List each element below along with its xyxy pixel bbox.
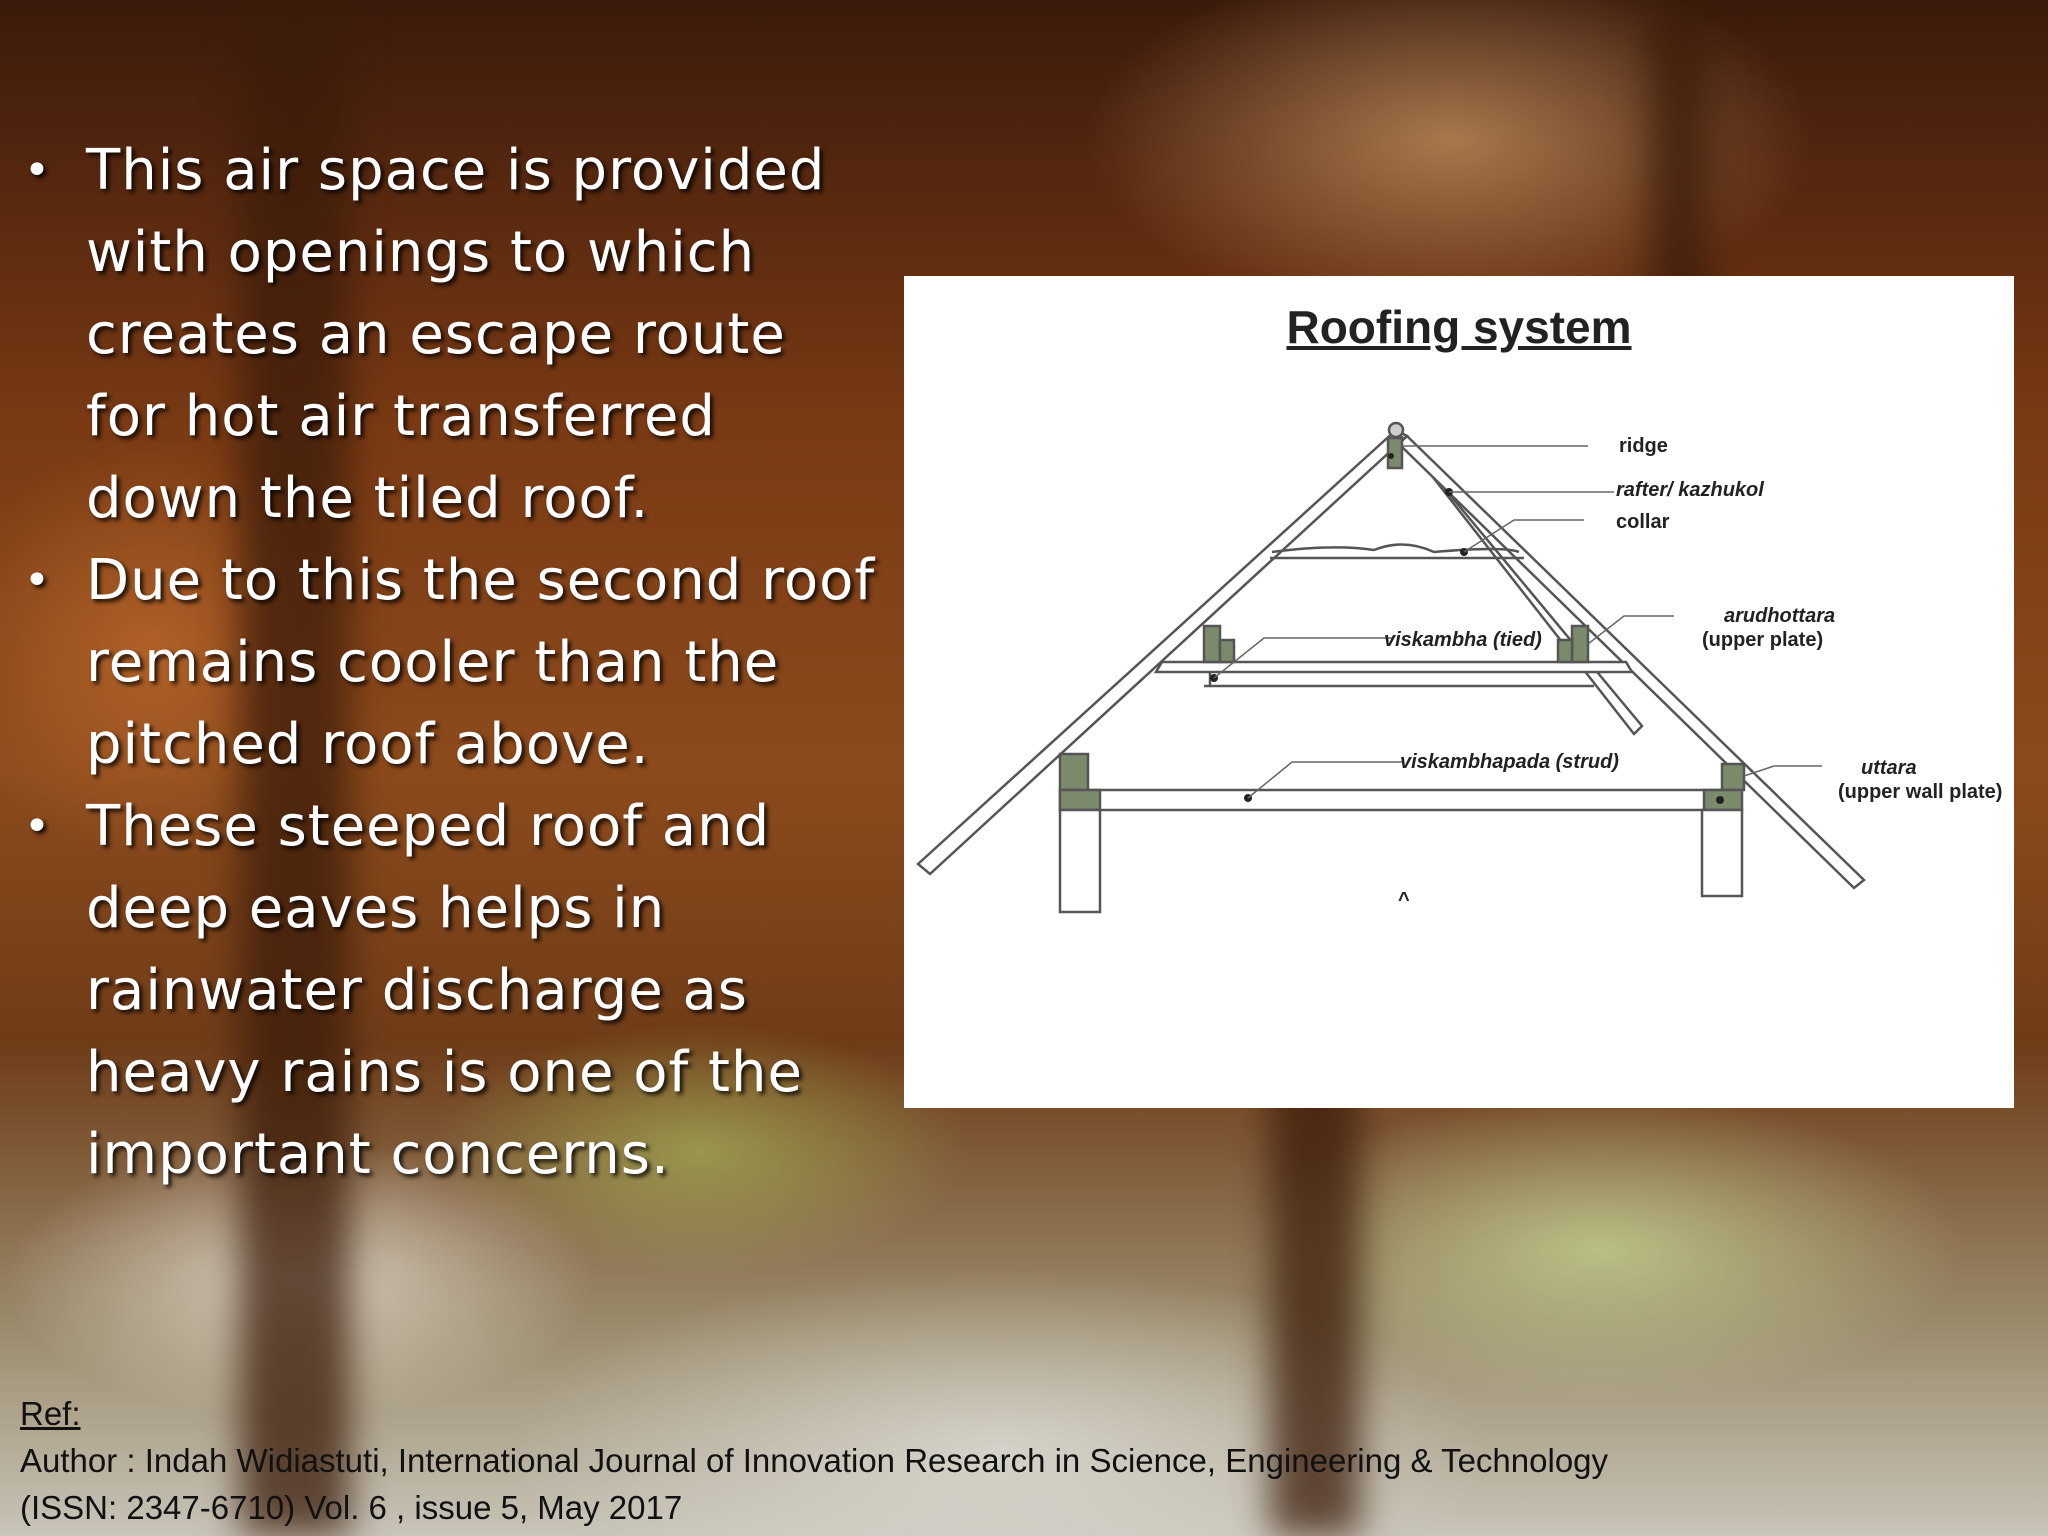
leader-arudhottara [1587, 615, 1674, 645]
upper-plate-left-2 [1218, 638, 1236, 664]
wall-plate-left-base [1058, 788, 1102, 812]
bullet-item: • Due to this the second roof remains co… [20, 540, 880, 786]
label-collar: collar [1616, 511, 1670, 533]
bullet-item: • This air space is provided with openin… [20, 130, 880, 540]
bullet-text-block: • This air space is provided with openin… [20, 130, 880, 1196]
label-arudhottara: arudhottara [1724, 605, 1835, 627]
bullet-text: These steeped roof and deep eaves helps … [86, 794, 803, 1187]
label-uttara: uttara [1861, 757, 1917, 779]
label-uttara-sub: (upper wall plate) [1838, 781, 2002, 803]
bullet-text: Due to this the second roof remains cool… [86, 548, 876, 777]
bullet-marker: • [24, 145, 51, 196]
label-viskambhapada: viskambhapada (strud) [1400, 751, 1619, 773]
caret-mark: ^ [1398, 889, 1410, 911]
label-arudhottara-sub: (upper plate) [1702, 629, 1823, 651]
leader-collar [1463, 519, 1584, 553]
reference-line-1: Author : Indah Widiastuti, International… [20, 1442, 1609, 1479]
lower-tie-beam [1058, 788, 1724, 812]
label-ridge: ridge [1619, 435, 1668, 457]
upper-plate-right [1570, 624, 1590, 664]
ridge-knob [1387, 421, 1405, 439]
label-rafter: rafter/ kazhukol [1616, 479, 1764, 501]
roof-diagram: ridge rafter/ kazhukol collar viskambha … [916, 421, 2002, 914]
wall-post-right [1700, 808, 1744, 898]
reference-title: Ref: [20, 1395, 81, 1432]
roofing-system-figure: Roofing system [904, 276, 2014, 1108]
bullet-marker: • [24, 555, 51, 606]
upper-tie-beam [1153, 660, 1635, 674]
wall-plate-right [1720, 762, 1746, 792]
wall-plate-left [1058, 752, 1090, 792]
upper-plate-left [1202, 624, 1222, 664]
label-viskambha: viskambha (tied) [1384, 629, 1542, 651]
leader-uttara [1743, 765, 1822, 777]
ridge-piece [1386, 436, 1404, 470]
leader-viskambha [1213, 637, 1392, 679]
reference-block: Ref: Author : Indah Widiastuti, Internat… [20, 1390, 1608, 1531]
bullet-marker: • [24, 801, 51, 852]
bullet-list: • This air space is provided with openin… [20, 130, 880, 1196]
figure-title: Roofing system [1286, 301, 1632, 353]
collar-beam [1271, 543, 1520, 554]
wall-post-left [1058, 808, 1102, 914]
bullet-text: This air space is provided with openings… [86, 138, 826, 531]
reference-line-2: (ISSN: 2347-6710) Vol. 6 , issue 5, May … [20, 1489, 683, 1526]
leader-viskambhapada [1247, 761, 1402, 799]
bullet-item: • These steeped roof and deep eaves help… [20, 786, 880, 1196]
upper-plate-right-2 [1556, 638, 1574, 664]
